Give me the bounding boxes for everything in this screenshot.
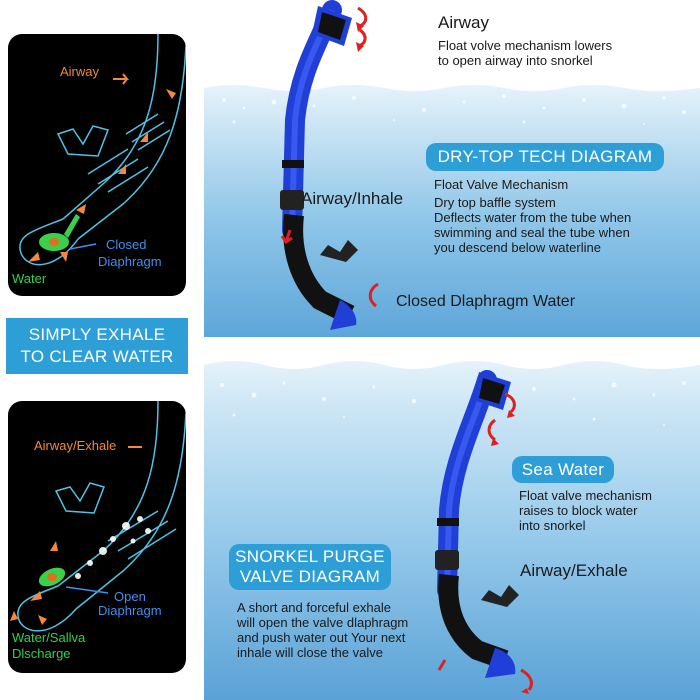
purge-desc-line4: inhale will close the valve [237,645,383,660]
banner-line2: TO CLEAR WATER [20,347,174,366]
closed-label-line2: Diaphragm [98,254,162,269]
float-valve-label: Float Valve Mechanism [434,177,569,192]
sea-desc-line2: raises to block water [519,503,638,518]
airway-desc-line2: to open airway into snorkel [438,53,593,68]
dry-top-diagram-title: DRY-TOP TECH DIAGRAM [426,143,664,171]
water-surface-bubbles-bottom [204,355,700,426]
water-saliva-label-line2: Dlscharge [12,646,71,661]
airway-desc-line1: Float volve mechanism lowers [438,38,613,53]
purge-desc-line1: A short and forceful exhale [237,600,391,615]
purge-valve-title: SNORKEL PURGE VALVE DIAGRAM [229,544,391,590]
snorkel-outline-closed-illustration [19,34,186,266]
baffle-line3: swimming and seal the tube when [434,225,630,240]
sea-desc-line3: into snorkel [519,518,586,533]
open-diaphragm-illustration-panel: Airway/Exhale Open Diaphragm Water/Sallv… [8,401,186,673]
sea-desc-line1: Float valve mechanism [519,488,652,503]
dry-top-snorkel-image [280,0,379,330]
simply-exhale-banner: SIMPLY EXHALE TO CLEAR WATER [6,318,188,374]
baffle-line2: Deflects water from the tube when [434,210,632,225]
open-label-line2: Diaphragm [98,603,162,618]
closed-diaphragm-illustration-panel: Airway Closed Diaphragm Water [8,34,186,296]
baffle-line4: you descend below waterline [434,240,601,255]
purge-title-line1: SNORKEL PURGE [235,547,385,566]
airway-exhale-label-right: Airway/Exhale [520,561,628,580]
water-label: Water [12,271,47,286]
closed-label-line1: Closed [106,237,147,252]
airway-exhale-label: Airway/Exhale [34,438,117,453]
water-saliva-label-line1: Water/Sallva [12,630,86,645]
baffle-line1: Dry top baffle system [434,195,556,210]
airway-inhale-label: Airway/Inhale [301,189,404,208]
snorkel-outline-open-illustration [10,401,186,632]
airway-label: Airway [60,64,100,79]
purge-title-line2: VALVE DIAGRAM [239,567,381,586]
open-label-line1: Open [114,589,146,604]
purge-valve-snorkel-image [435,370,533,694]
airway-title: Airway [438,13,490,32]
sea-water-title: Sea Water [512,456,614,483]
closed-diaphragm-water-label: Closed Dlaphragm Water [396,293,576,310]
purge-desc-line2: will open the valve dlaphragm [237,615,409,630]
banner-line1: SIMPLY EXHALE [28,325,166,344]
purge-desc-line3: and push water out Your next [237,630,406,645]
